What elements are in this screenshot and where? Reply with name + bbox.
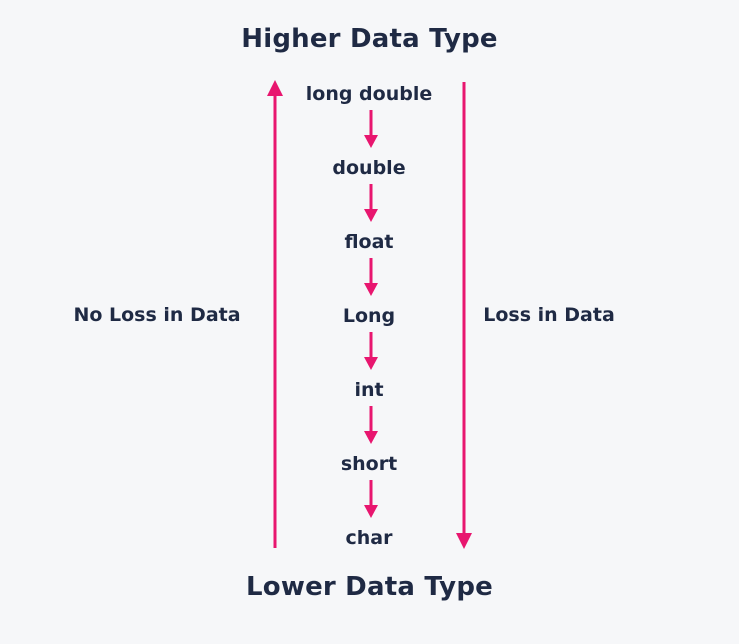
type-char: char [345, 527, 393, 549]
type-float: float [344, 231, 394, 253]
type-long-double: long double [305, 83, 433, 105]
down-arrow-loss [456, 82, 472, 549]
step-arrow-1 [364, 110, 378, 148]
type-int: int [354, 379, 384, 401]
step-arrow-2 [364, 184, 378, 222]
type-short: short [340, 453, 398, 475]
step-arrow-4 [364, 332, 378, 370]
type-double: double [332, 157, 406, 179]
up-arrow-no-loss [267, 80, 283, 548]
higher-data-type-title: Higher Data Type [241, 24, 498, 54]
loss-label: Loss in Data [483, 304, 615, 326]
step-arrow-5 [364, 406, 378, 444]
no-loss-label: No Loss in Data [73, 304, 241, 326]
type-long: Long [342, 305, 396, 327]
step-arrow-3 [364, 258, 378, 296]
step-arrow-6 [364, 480, 378, 518]
lower-data-type-title: Lower Data Type [246, 572, 493, 602]
